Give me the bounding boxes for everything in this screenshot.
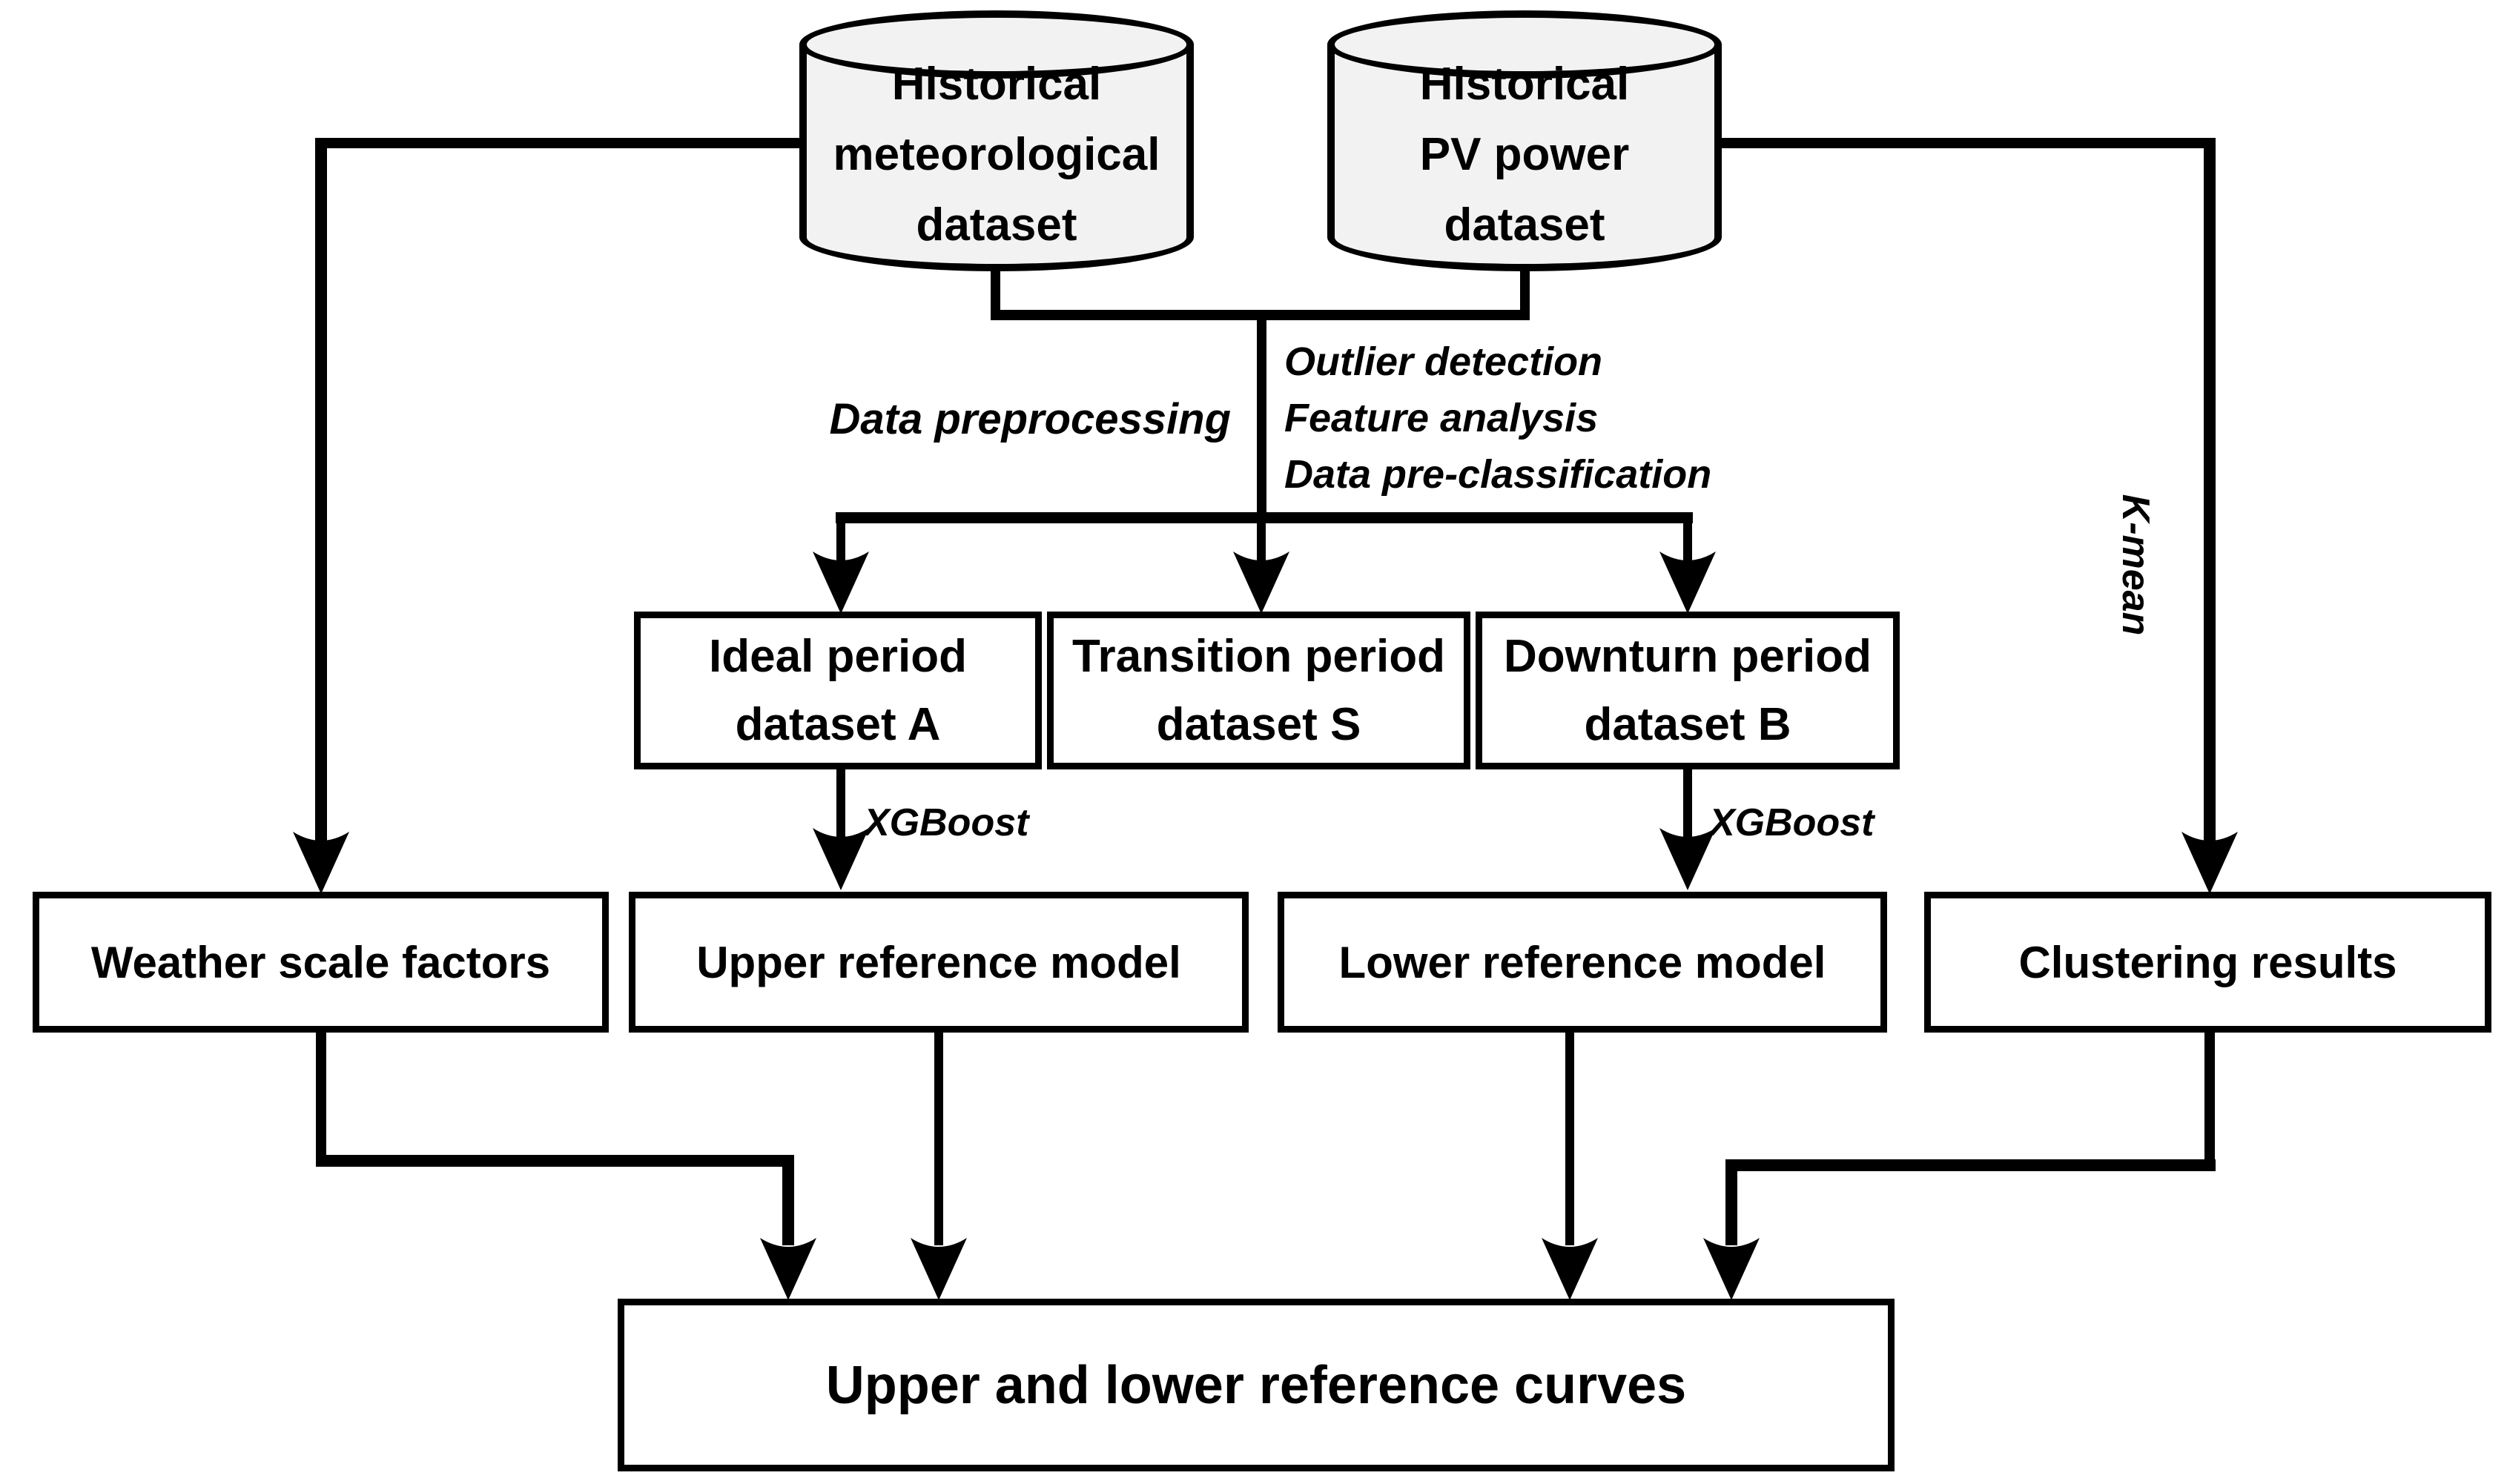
box-label: dataset S — [1156, 698, 1361, 750]
connector-weather-down — [782, 1155, 794, 1245]
data-preprocessing-label: Data preprocessing — [829, 395, 1231, 443]
pv-dataset-cylinder: Historical PV power dataset — [1327, 10, 1722, 271]
cylinder-top — [799, 10, 1194, 79]
ideal-period-box: Ideal period dataset A — [634, 612, 1042, 769]
arrow-lower-model-stem — [1565, 1033, 1574, 1245]
box-label: Upper and lower reference curves — [825, 1355, 1687, 1415]
connector-right-horizontal — [1722, 138, 2216, 148]
output-curves-box: Upper and lower reference curves — [618, 1299, 1895, 1471]
box-label: Downturn period — [1504, 630, 1872, 682]
arrow-down-icon — [293, 832, 349, 894]
arrow-down-icon — [1703, 1238, 1760, 1300]
arrow-xgboost-right-stem — [1683, 769, 1692, 840]
connector-left-horizontal — [315, 138, 799, 148]
meteo-dataset-label: Historical meteorological dataset — [833, 59, 1160, 251]
box-label: Clustering results — [2018, 937, 2397, 987]
box-label: dataset B — [1584, 698, 1791, 750]
connector-clustering-down — [1725, 1159, 1737, 1245]
upper-reference-model-box: Upper reference model — [629, 892, 1249, 1033]
connector-center-stem — [1257, 310, 1266, 523]
preprocessing-step: Outlier detection — [1284, 339, 1603, 384]
arrow-branch-center-stem — [1257, 512, 1266, 564]
box-label: Upper reference model — [696, 937, 1181, 987]
meteo-dataset-cylinder: Historical meteorological dataset — [799, 10, 1194, 271]
box-label: dataset A — [735, 698, 941, 750]
arrow-down-icon — [1233, 551, 1289, 614]
arrow-upper-model-stem — [934, 1033, 943, 1245]
preprocessing-steps: Outlier detection Feature analysis Data … — [1284, 334, 1788, 503]
arrow-branch-left-stem — [836, 512, 845, 564]
connector-right-rail — [2204, 138, 2216, 844]
arrow-down-icon — [1659, 551, 1716, 614]
arrow-down-icon — [2181, 832, 2238, 894]
connector-clustering-stem — [2204, 1033, 2215, 1165]
pv-dataset-label: Historical PV power dataset — [1419, 59, 1630, 251]
connector-left-rail — [315, 138, 327, 844]
downturn-period-box: Downturn period dataset B — [1476, 612, 1900, 769]
box-label: Weather scale factors — [90, 937, 551, 987]
cylinder-top — [1327, 10, 1722, 79]
arrow-down-icon — [911, 1238, 967, 1300]
box-label: Lower reference model — [1338, 937, 1826, 987]
connector-clustering-jog — [1725, 1159, 2216, 1171]
connector-pv-stem — [1520, 265, 1530, 320]
preprocessing-step: Feature analysis — [1284, 396, 1599, 440]
connector-meteo-stem — [991, 265, 1000, 320]
clustering-results-box: Clustering results — [1924, 892, 2491, 1033]
connector-weather-jog — [316, 1155, 794, 1167]
arrow-down-icon — [760, 1238, 816, 1300]
weather-scale-factors-box: Weather scale factors — [33, 892, 609, 1033]
arrow-down-icon — [813, 551, 869, 614]
connector-weather-stem — [316, 1033, 326, 1161]
arrow-branch-right-stem — [1683, 512, 1692, 564]
lower-reference-model-box: Lower reference model — [1278, 892, 1887, 1033]
box-label: Transition period — [1072, 630, 1445, 682]
xgboost-label-right: XGBoost — [1709, 801, 1875, 844]
xgboost-label-left: XGBoost — [864, 801, 1029, 844]
arrow-down-icon — [813, 828, 869, 890]
box-label: Ideal period — [709, 630, 967, 682]
arrow-down-icon — [1659, 828, 1716, 890]
arrow-xgboost-left-stem — [836, 769, 845, 840]
transition-period-box: Transition period dataset S — [1047, 612, 1470, 769]
preprocessing-step: Data pre-classification — [1284, 452, 1712, 497]
kmean-label: K-mean — [2114, 494, 2157, 636]
arrow-down-icon — [1542, 1238, 1598, 1300]
